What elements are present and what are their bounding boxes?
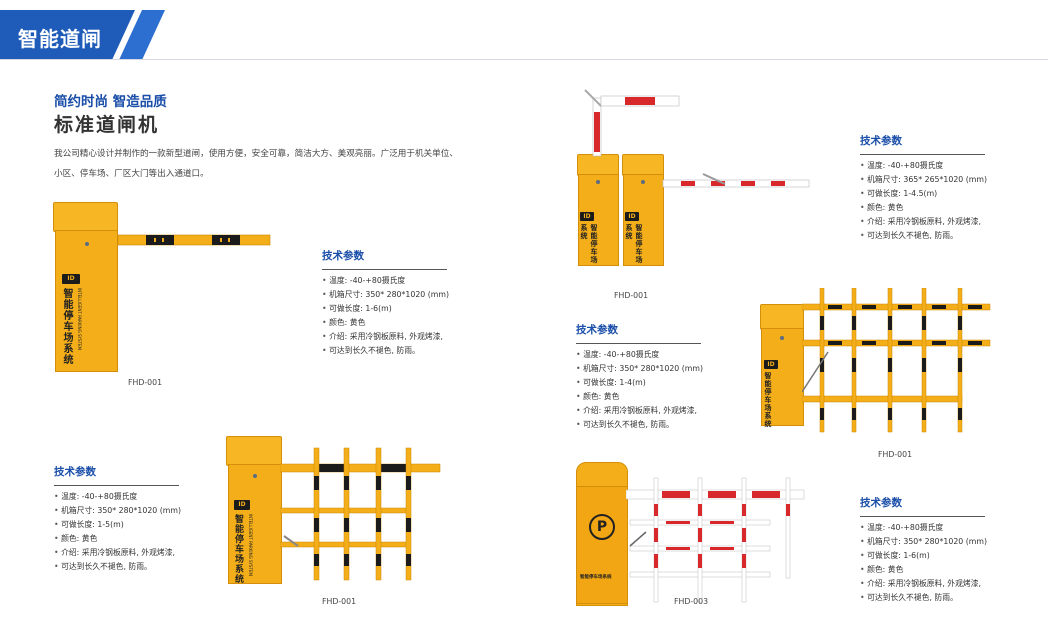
header-title: 智能道闸 [18, 27, 102, 51]
spec-title: 技术参数 [860, 495, 985, 517]
spec-item: 颜色: 黄色 [576, 390, 701, 404]
brand-logo: ID [625, 212, 639, 221]
spec-item: 可达到长久不褪色, 防雨。 [576, 418, 701, 432]
spec-item: 介绍: 采用冷钢板原料, 外观烤漆, [576, 404, 701, 418]
spec-item: 介绍: 采用冷钢板原料, 外观烤漆, [54, 546, 179, 560]
spec-item: 可做长度: 1-6(m) [860, 549, 985, 563]
spec-item: 可达到长久不褪色, 防雨。 [860, 229, 985, 243]
product-image-3: ID 智能停车场系统 ID 智能停车场系统 [575, 88, 815, 270]
spec-list: 温度: -40-+80摄氏度 机箱尺寸: 365* 265*1020 (mm) … [860, 159, 987, 243]
product-caption-2: FHD-001 [322, 597, 357, 606]
spec-item: 机箱尺寸: 365* 265*1020 (mm) [860, 173, 987, 187]
spec-item: 颜色: 黄色 [860, 201, 985, 215]
spec-block-3: 技术参数 温度: -40-+80摄氏度 机箱尺寸: 365* 265*1020 … [860, 133, 987, 243]
cabinet-brand-en: INTELLIGENT PARKING SYSTEM [77, 288, 82, 350]
spec-title: 技术参数 [54, 464, 179, 486]
spec-item: 温度: -40-+80摄氏度 [576, 348, 701, 362]
brand-logo: ID [580, 212, 594, 221]
cabinet-brand-small: 智能停车场系统 [580, 575, 612, 580]
spec-item: 颜色: 黄色 [322, 316, 447, 330]
product-caption-5: FHD-003 [674, 597, 709, 606]
spec-item: 机箱尺寸: 350* 280*1020 (mm) [54, 504, 181, 518]
product-caption-1: FHD-001 [128, 378, 163, 387]
product-image-5: P 智能停车场系统 [574, 462, 809, 608]
parking-icon: P [589, 514, 615, 540]
header-banner-shape [0, 10, 1048, 60]
spec-item: 温度: -40-+80摄氏度 [322, 274, 447, 288]
cabinet-brand-text: 智能停车场系统 [764, 372, 772, 428]
brand-logo: ID [234, 500, 250, 510]
spec-item: 可做长度: 1-5(m) [54, 518, 179, 532]
spec-item: 可做长度: 1-4(m) [576, 376, 701, 390]
spec-item: 可达到长久不褪色, 防雨。 [54, 560, 179, 574]
spec-list: 温度: -40-+80摄氏度 机箱尺寸: 350* 280*1020 (mm) … [322, 274, 449, 358]
cabinet-brand-text: 智能停车场系统 [625, 224, 643, 264]
spec-item: 机箱尺寸: 350* 280*1020 (mm) [322, 288, 449, 302]
spec-item: 可做长度: 1-4.5(m) [860, 187, 985, 201]
spec-title: 技术参数 [576, 322, 701, 344]
spec-block-5: 技术参数 温度: -40-+80摄氏度 机箱尺寸: 350* 280*1020 … [860, 495, 987, 605]
cabinet-brand-text: 智能停车场系统 [233, 514, 243, 584]
cabinet-brand-text: 智能停车场系统 [580, 224, 598, 264]
intro-line-1: 我公司精心设计并制作的一款新型道闸，使用方便，安全可靠，简洁大方、美观亮丽。广泛… [54, 149, 458, 159]
intro-title: 标准道闸机 [54, 114, 160, 136]
intro-description: 我公司精心设计并制作的一款新型道闸，使用方便，安全可靠，简洁大方、美观亮丽。广泛… [54, 144, 484, 184]
fence-boom-arm [802, 288, 991, 433]
spec-title: 技术参数 [860, 133, 985, 155]
spec-list: 温度: -40-+80摄氏度 机箱尺寸: 350* 280*1020 (mm) … [54, 490, 181, 574]
spec-block-4: 技术参数 温度: -40-+80摄氏度 机箱尺寸: 350* 280*1020 … [576, 322, 703, 432]
brand-logo: ID [764, 360, 778, 369]
spec-item: 机箱尺寸: 350* 280*1020 (mm) [576, 362, 703, 376]
spec-block-1: 技术参数 温度: -40-+80摄氏度 机箱尺寸: 350* 280*1020 … [322, 248, 449, 358]
product-caption-4: FHD-001 [878, 450, 913, 459]
gate-cabinet [761, 328, 804, 426]
product-image-4: ID 智能停车场系统 [758, 288, 993, 438]
product-caption-3: FHD-001 [614, 291, 649, 300]
cabinet-brand-text: 智能停车场系统 [61, 288, 72, 365]
spec-title: 技术参数 [322, 248, 447, 270]
spec-item: 可达到长久不褪色, 防雨。 [860, 591, 985, 605]
spec-item: 温度: -40-+80摄氏度 [54, 490, 179, 504]
spec-item: 机箱尺寸: 350* 280*1020 (mm) [860, 535, 987, 549]
boom-arm [118, 234, 271, 246]
gate-cabinet [228, 464, 282, 584]
spec-item: 可做长度: 1-6(m) [322, 302, 447, 316]
gate-cabinet [55, 230, 118, 372]
spec-list: 温度: -40-+80摄氏度 机箱尺寸: 350* 280*1020 (mm) … [860, 521, 987, 605]
spec-list: 温度: -40-+80摄氏度 机箱尺寸: 350* 280*1020 (mm) … [576, 348, 703, 432]
spec-item: 介绍: 采用冷钢板原料, 外观烤漆, [860, 577, 985, 591]
spec-item: 介绍: 采用冷钢板原料, 外观烤漆, [322, 330, 447, 344]
cabinet-brand-en: INTELLIGENT PARKING SYSTEM [248, 514, 253, 576]
page-header: 智能道闸 [0, 10, 1048, 60]
spec-item: 可达到长久不褪色, 防雨。 [322, 344, 447, 358]
product-image-2: ID 智能停车场系统 INTELLIGENT PARKING SYSTEM [226, 436, 446, 586]
spec-item: 温度: -40-+80摄氏度 [860, 521, 985, 535]
spec-item: 颜色: 黄色 [54, 532, 179, 546]
intro-line-2: 小区、停车场、厂区大门等出入通道口。 [54, 169, 209, 179]
spec-item: 温度: -40-+80摄氏度 [860, 159, 985, 173]
brand-logo: ID [62, 274, 80, 284]
product-image-1: ID 智能停车场系统 INTELLIGENT PARKING SYSTEM [53, 202, 273, 374]
spec-item: 颜色: 黄色 [860, 563, 985, 577]
fence-boom-arm [626, 477, 805, 603]
intro-subtitle: 简约时尚 智造品质 [54, 94, 167, 110]
folding-boom-arms [584, 89, 810, 188]
fence-boom-arm [280, 447, 441, 581]
spec-item: 介绍: 采用冷钢板原料, 外观烤漆, [860, 215, 985, 229]
spec-block-2: 技术参数 温度: -40-+80摄氏度 机箱尺寸: 350* 280*1020 … [54, 464, 181, 574]
